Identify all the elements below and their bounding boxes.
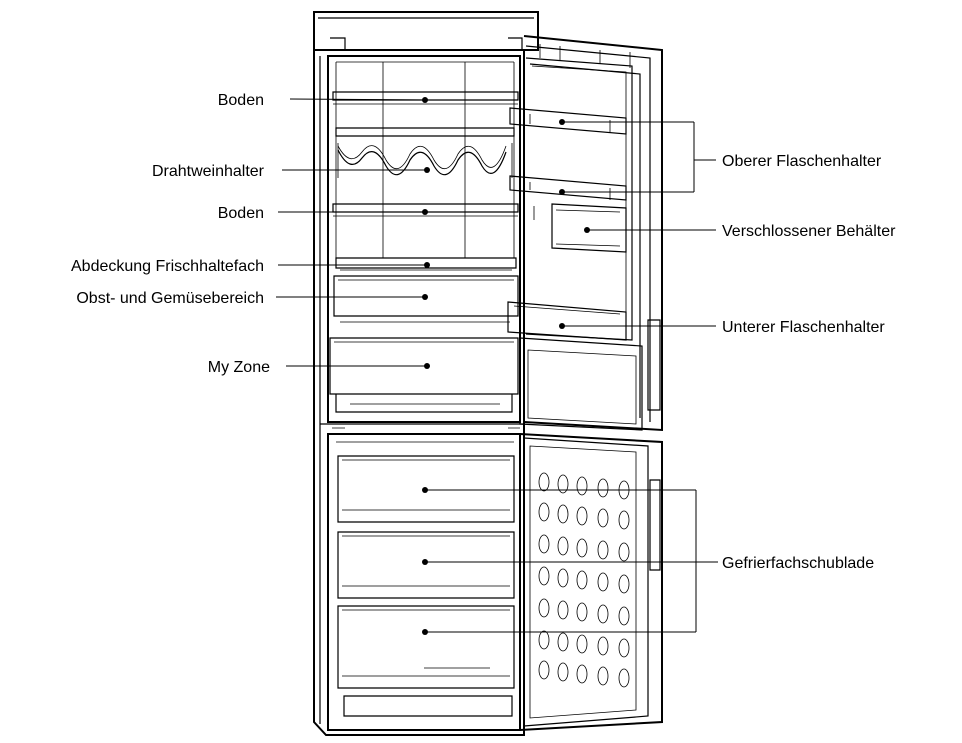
freezer-door-dimples (538, 472, 630, 688)
labels: Boden Drahtweinhalter Boden Abdeckung Fr… (71, 92, 896, 572)
callout-dot-drahtweinhalter (424, 167, 430, 173)
callout-dot-gefrier-1 (422, 487, 428, 493)
callout-dot-gefrier-2 (422, 559, 428, 565)
label-boden-top: Boden (218, 92, 264, 109)
label-boden-mid: Boden (218, 205, 264, 222)
callout-dot-obst (422, 294, 428, 300)
fridge-cabinet (313, 11, 539, 736)
fridge-door (507, 35, 663, 432)
callout-dot-gefrier-3 (422, 629, 428, 635)
label-oberer-flaschenhalter: Oberer Flaschenhalter (722, 153, 882, 170)
freezer-door (519, 433, 663, 731)
callout-dot-verschlossener (584, 227, 590, 233)
label-unterer-flaschenhalter: Unterer Flaschenhalter (722, 319, 885, 336)
label-abdeckung: Abdeckung Frischhaltefach (71, 258, 264, 275)
callout-dot-oberer-2 (559, 189, 565, 195)
callout-dot-boden-mid (422, 209, 428, 215)
callout-leaders (276, 97, 718, 635)
callout-dot-abdeckung (424, 262, 430, 268)
label-my-zone: My Zone (208, 359, 270, 376)
leader-boden-top (289, 98, 426, 101)
callout-dot-unterer (559, 323, 565, 329)
label-verschlossener-behaelter: Verschlossener Behälter (722, 223, 896, 240)
label-obst: Obst- und Gemüsebereich (76, 290, 264, 307)
label-gefrierfachschublade: Gefrierfachschublade (722, 555, 874, 572)
callout-dot-oberer-1 (559, 119, 565, 125)
label-drahtweinhalter: Drahtweinhalter (152, 163, 265, 180)
callout-dot-boden-top (422, 97, 428, 103)
callout-dot-my-zone (424, 363, 430, 369)
